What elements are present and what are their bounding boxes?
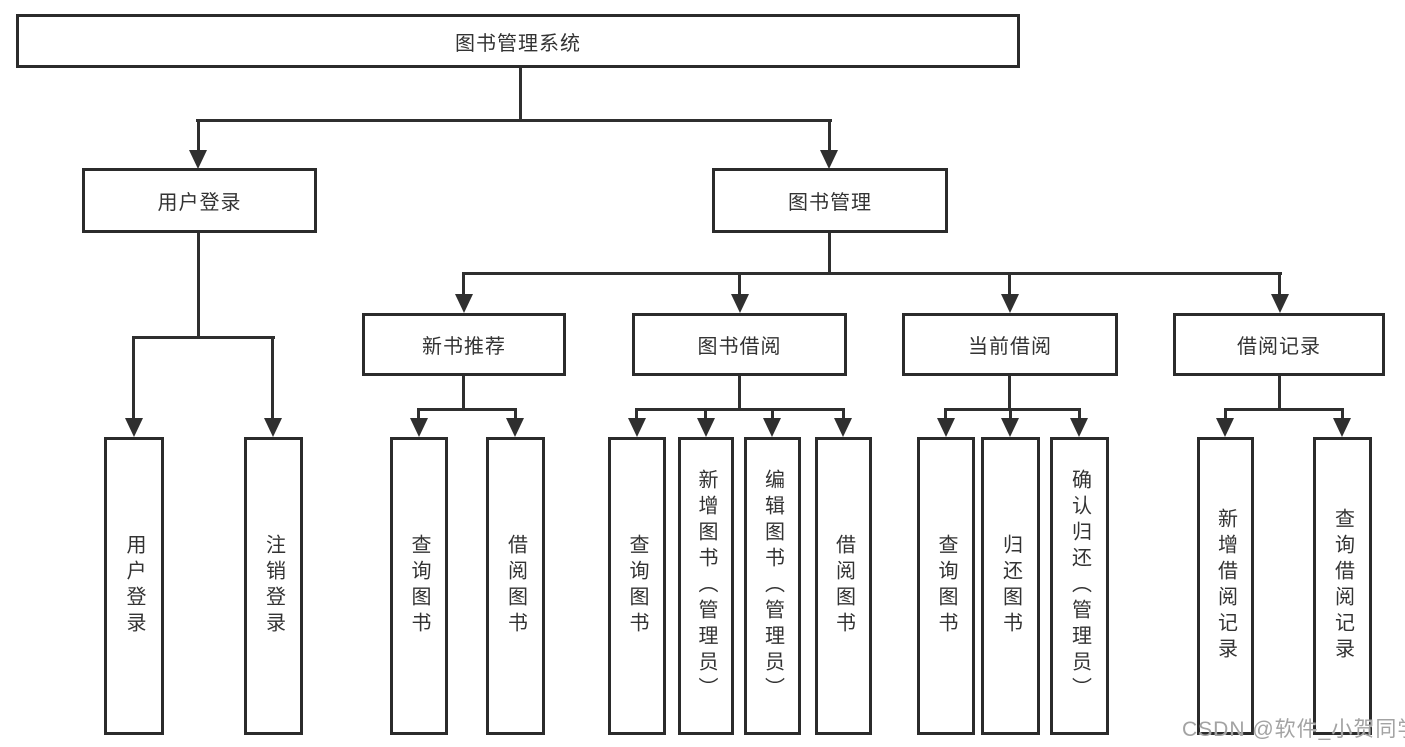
connector-branch-book-mgmt xyxy=(828,119,831,150)
csdn-watermark: CSDN @软件_小贺同学 xyxy=(1182,718,1405,741)
node-new-rec: 新书推荐 xyxy=(362,313,566,376)
connector-book-borrow-rail xyxy=(635,408,845,411)
leaf-borrow-books-2: 借阅图书 xyxy=(815,437,872,735)
leaf-return-books: 归还图书 xyxy=(981,437,1040,735)
arrowhead-leaf-login xyxy=(125,418,143,437)
leaf-logout: 注销登录 xyxy=(244,437,303,735)
arrowhead xyxy=(410,418,428,437)
connector-branch-book-borrow xyxy=(738,272,741,294)
node-borrow-records: 借阅记录 xyxy=(1173,313,1385,376)
arrowhead-book-borrow xyxy=(731,294,749,313)
node-root-label: 图书管理系统 xyxy=(455,32,581,55)
leaf-confirm-return-admin: 确认归还（管理员） xyxy=(1050,437,1109,735)
arrowhead-new-rec xyxy=(455,294,473,313)
connector-user-login-stem xyxy=(197,233,200,336)
arrowhead xyxy=(628,418,646,437)
connector-branch xyxy=(704,408,707,418)
connector-borrow-records-stem xyxy=(1278,376,1281,408)
connector-borrow-records-rail xyxy=(1224,408,1344,411)
node-root: 图书管理系统 xyxy=(16,14,1020,68)
node-book-borrow-label: 图书借阅 xyxy=(697,336,782,358)
node-current-borrow: 当前借阅 xyxy=(902,313,1118,376)
arrowhead xyxy=(763,418,781,437)
connector-book-mgmt-stem xyxy=(828,233,831,272)
node-current-borrow-label: 当前借阅 xyxy=(968,336,1052,358)
leaf-borrow-books-1: 借阅图书 xyxy=(486,437,545,735)
connector-root-rail xyxy=(196,119,832,122)
leaf-borrow-books-1-label: 借阅图书 xyxy=(504,534,527,638)
leaf-add-borrow-record-label: 新增借阅记录 xyxy=(1214,508,1237,664)
leaf-query-books-3: 查询图书 xyxy=(917,437,975,735)
connector-branch-borrow-records xyxy=(1278,272,1281,294)
leaf-add-books-admin: 新增图书（管理员） xyxy=(678,437,734,735)
leaf-logout-label: 注销登录 xyxy=(262,534,285,638)
leaf-query-books-3-label: 查询图书 xyxy=(935,534,957,638)
leaf-user-login: 用户登录 xyxy=(104,437,164,735)
node-borrow-records-label: 借阅记录 xyxy=(1237,336,1321,358)
connector-branch-new-rec xyxy=(462,272,465,294)
connector-branch xyxy=(1341,408,1344,418)
arrowhead xyxy=(1216,418,1234,437)
arrowhead xyxy=(1333,418,1351,437)
leaf-query-books-2-label: 查询图书 xyxy=(626,534,648,638)
leaf-add-borrow-record: 新增借阅记录 xyxy=(1197,437,1254,735)
connector-root-stem xyxy=(519,68,522,119)
connector-branch-user-login xyxy=(197,119,200,150)
arrowhead-borrow-records xyxy=(1271,294,1289,313)
node-book-mgmt-label: 图书管理 xyxy=(788,192,872,214)
leaf-query-books-1: 查询图书 xyxy=(390,437,448,735)
leaf-user-login-label: 用户登录 xyxy=(123,534,145,638)
connector-new-rec-stem xyxy=(462,376,465,408)
arrowhead xyxy=(1070,418,1088,437)
node-user-login: 用户登录 xyxy=(82,168,317,233)
connector-current-borrow-rail xyxy=(944,408,1081,411)
leaf-return-books-label: 归还图书 xyxy=(999,534,1022,638)
arrowhead-leaf-logout xyxy=(264,418,282,437)
arrowhead xyxy=(1001,418,1019,437)
connector-branch xyxy=(771,408,774,418)
leaf-query-borrow-record-label: 查询借阅记录 xyxy=(1331,508,1354,664)
leaf-edit-books-admin-label: 编辑图书（管理员） xyxy=(761,469,784,703)
arrowhead-book-mgmt xyxy=(820,150,838,169)
node-user-login-label: 用户登录 xyxy=(157,192,242,214)
connector-branch xyxy=(944,408,947,418)
leaf-confirm-return-admin-label: 确认归还（管理员） xyxy=(1068,469,1091,703)
connector-branch xyxy=(1009,408,1012,418)
connector-branch xyxy=(1078,408,1081,418)
connector-branch xyxy=(635,408,638,418)
connector-branch xyxy=(514,408,517,418)
node-book-mgmt: 图书管理 xyxy=(712,168,948,233)
arrowhead xyxy=(834,418,852,437)
connector-branch-current-borrow xyxy=(1008,272,1011,294)
leaf-edit-books-admin: 编辑图书（管理员） xyxy=(744,437,801,735)
leaf-query-books-1-label: 查询图书 xyxy=(408,534,430,638)
connector-branch xyxy=(842,408,845,418)
connector-branch xyxy=(417,408,420,418)
leaf-query-books-2: 查询图书 xyxy=(608,437,666,735)
connector-book-mgmt-rail xyxy=(462,272,1282,275)
connector-branch-leaf-login xyxy=(132,336,135,418)
connector-book-borrow-stem xyxy=(738,376,741,408)
leaf-add-books-admin-label: 新增图书（管理员） xyxy=(695,469,717,703)
arrowhead xyxy=(937,418,955,437)
leaf-borrow-books-2-label: 借阅图书 xyxy=(832,534,855,638)
arrowhead xyxy=(506,418,524,437)
arrowhead-user-login xyxy=(189,150,207,169)
arrowhead xyxy=(697,418,715,437)
connector-branch xyxy=(1224,408,1227,418)
leaf-query-borrow-record: 查询借阅记录 xyxy=(1313,437,1372,735)
arrowhead-current-borrow xyxy=(1001,294,1019,313)
connector-new-rec-rail xyxy=(417,408,517,411)
connector-current-borrow-stem xyxy=(1008,376,1011,408)
connector-branch-leaf-logout xyxy=(271,336,274,418)
node-book-borrow: 图书借阅 xyxy=(632,313,847,376)
node-new-rec-label: 新书推荐 xyxy=(422,336,506,358)
connector-user-login-rail xyxy=(132,336,275,339)
